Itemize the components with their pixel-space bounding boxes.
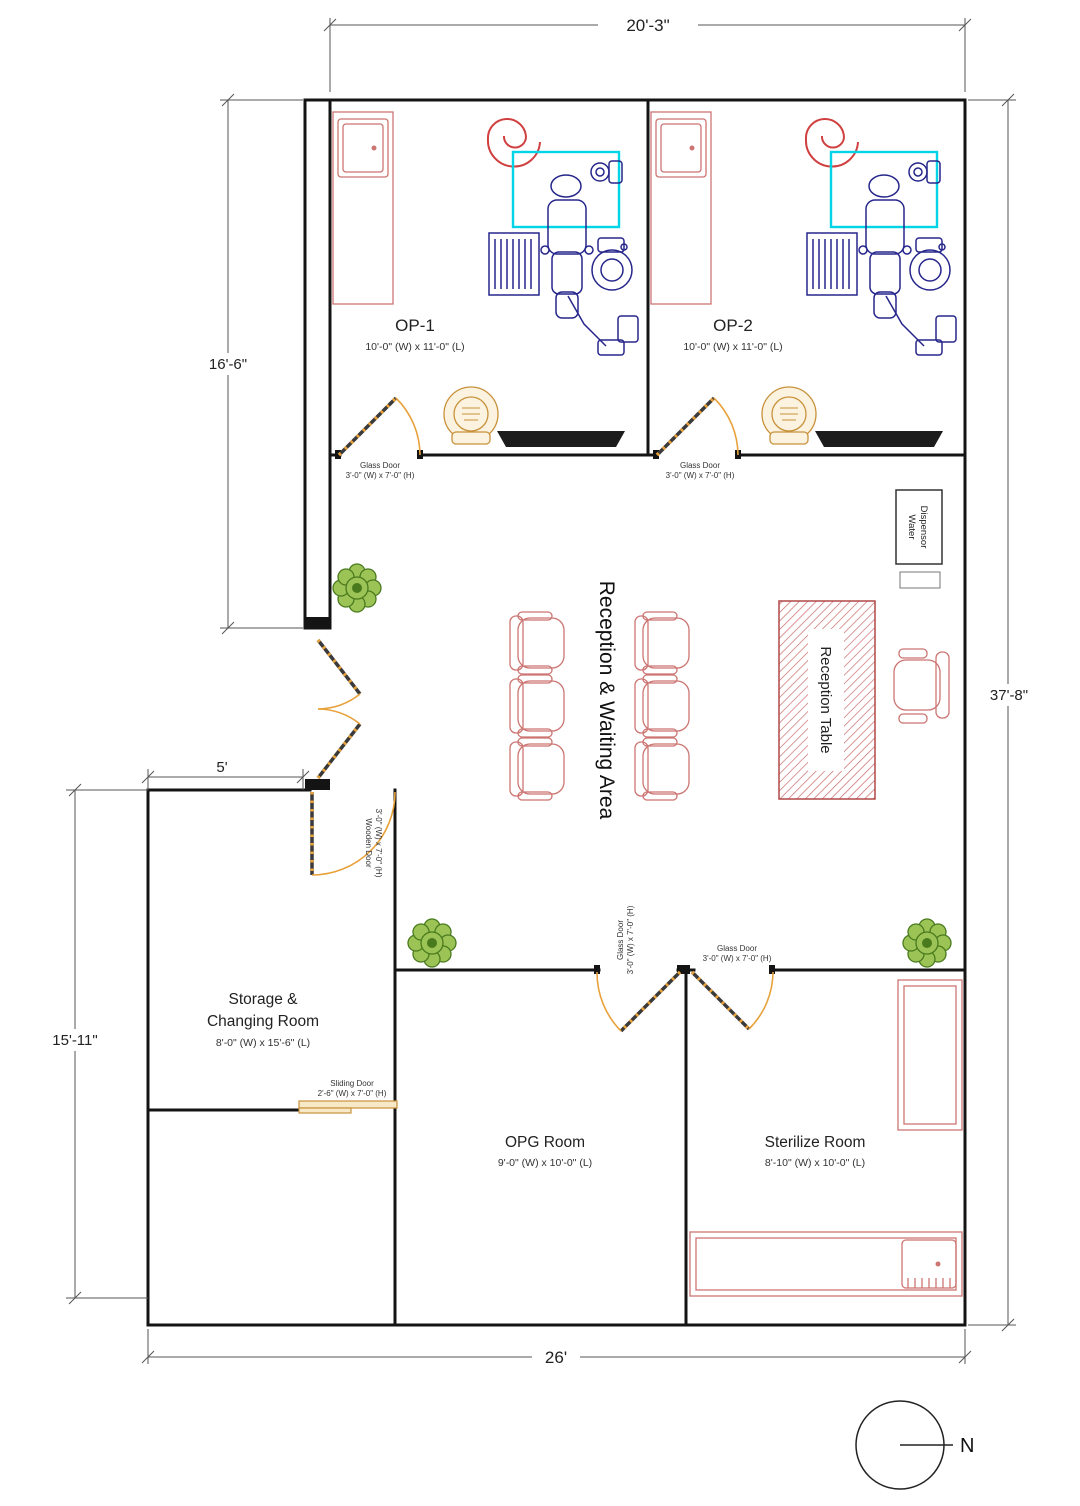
- door-sterilize-name: Glass Door: [717, 944, 757, 953]
- op2-equipment: [649, 110, 958, 449]
- opg-size: 9'-0" (W) x 10'-0" (L): [498, 1157, 592, 1169]
- dim-left-upper: 16'-6": [209, 356, 247, 373]
- op2-name: OP-2: [713, 316, 753, 335]
- reception-chair: [893, 648, 950, 724]
- dimension-lines: 20'-3" 16'-6" 37'-8" 5' 15'-11" 26': [40, 12, 1040, 1369]
- north-label: N: [960, 1435, 974, 1457]
- door-sliding-name: Sliding Door: [330, 1079, 374, 1088]
- door-entrance-double: [316, 638, 362, 780]
- room-label-opg: OPG Room 9'-0" (W) x 10'-0" (L): [498, 1134, 592, 1169]
- door-opg-glass: Glass Door 3'-0" (W) x 7'-0" (H): [596, 905, 682, 1033]
- reception-table: Reception Table: [778, 600, 876, 800]
- door-wooden: Wooden Door 3'-0" (W) x 7'-0" (H): [310, 791, 396, 878]
- plant: [407, 918, 457, 968]
- water-dispenser-label-1: Water: [906, 515, 917, 540]
- sterilize-name: Sterilize Room: [765, 1134, 866, 1151]
- door-wooden-size: 3'-0" (W) x 7'-0" (H): [374, 809, 383, 878]
- door-op2-glass: Glass Door 3'-0" (W) x 7'-0" (H): [655, 396, 739, 480]
- room-label-op1: OP-1 10'-0" (W) x 11'-0" (L): [365, 316, 464, 353]
- sterilize-size: 8'-10" (W) x 10'-0" (L): [765, 1157, 865, 1169]
- door-sterilize-size: 3'-0" (W) x 7'-0" (H): [703, 954, 772, 963]
- waiting-chair: [634, 674, 690, 738]
- storage-name-2: Changing Room: [207, 1013, 319, 1030]
- waiting-chair: [509, 674, 565, 738]
- dim-storage-top: 5': [216, 759, 227, 776]
- dim-left-lower: 15'-11": [52, 1032, 97, 1049]
- op1-size: 10'-0" (W) x 11'-0" (L): [365, 341, 464, 353]
- door-op1-size: 3'-0" (W) x 7'-0" (H): [346, 471, 415, 480]
- plant: [332, 563, 382, 613]
- op1-name: OP-1: [395, 316, 435, 335]
- dim-right: 37'-8": [990, 687, 1028, 704]
- dim-bottom: 26': [545, 1348, 567, 1367]
- plant: [902, 918, 952, 968]
- door-sliding: Sliding Door 2'-6" (W) x 7'-0" (H): [298, 1079, 398, 1114]
- waiting-chair: [509, 737, 565, 801]
- waiting-chair: [634, 611, 690, 675]
- sterilize-room: Sterilize Room 8'-10" (W) x 10'-0" (L): [689, 979, 963, 1297]
- door-op1-name: Glass Door: [360, 461, 400, 470]
- door-opg-name: Glass Door: [616, 920, 625, 960]
- op1-equipment: [331, 110, 640, 449]
- walls: [146, 98, 967, 1327]
- door-op2-size: 3'-0" (W) x 7'-0" (H): [666, 471, 735, 480]
- op2-size: 10'-0" (W) x 11'-0" (L): [683, 341, 782, 353]
- room-label-storage: Storage & Changing Room 8'-0" (W) x 15'-…: [207, 991, 319, 1049]
- door-opg-size: 3'-0" (W) x 7'-0" (H): [626, 905, 635, 974]
- door-op1-glass: Glass Door 3'-0" (W) x 7'-0" (H): [337, 396, 421, 480]
- door-sterilize-glass: Glass Door 3'-0" (W) x 7'-0" (H): [690, 944, 774, 1031]
- door-op2-name: Glass Door: [680, 461, 720, 470]
- storage-name-1: Storage &: [229, 991, 299, 1008]
- room-label-op2: OP-2 10'-0" (W) x 11'-0" (L): [683, 316, 782, 353]
- sterilize-bed: [897, 979, 963, 1131]
- sterilize-counter: [689, 1231, 963, 1297]
- opg-name: OPG Room: [505, 1134, 585, 1151]
- waiting-chair: [509, 611, 565, 675]
- door-sliding-size: 2'-6" (W) x 7'-0" (H): [318, 1089, 387, 1098]
- reception-area: Reception & Waiting Area Reception Table…: [332, 489, 952, 968]
- reception-name: Reception & Waiting Area: [595, 581, 618, 820]
- reception-table-label: Reception Table: [817, 646, 834, 753]
- waiting-chair: [634, 737, 690, 801]
- storage-size: 8'-0" (W) x 15'-6" (L): [216, 1037, 310, 1049]
- water-dispenser-label-2: Dispensor: [918, 506, 929, 549]
- north-arrow: N: [855, 1400, 974, 1490]
- dim-top: 20'-3": [626, 16, 669, 35]
- door-wooden-name: Wooden Door: [364, 818, 373, 868]
- water-dispenser: Water Dispensor: [895, 489, 943, 589]
